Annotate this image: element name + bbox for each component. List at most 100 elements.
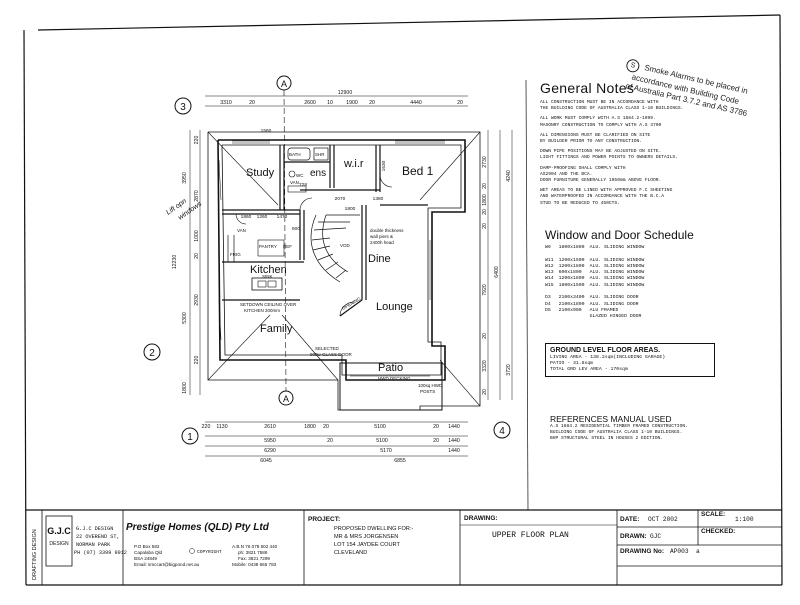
schedule-size: 1200x1800 <box>558 276 585 282</box>
dim-inner-8: 1630 <box>381 160 387 171</box>
checked-label: CHECKED: <box>701 528 735 535</box>
staircase <box>310 214 360 283</box>
label-posts-2: POSTS <box>420 389 435 394</box>
gjc-logo-text: G.J.C <box>47 526 71 536</box>
dim-right-4: 20 <box>482 209 488 215</box>
label-wall-note-2: wall piers & <box>370 234 393 239</box>
dim-inner-7: 1560 <box>261 128 272 134</box>
dim-bottom-r1-2: 1130 <box>216 424 227 430</box>
hip-line <box>207 314 271 381</box>
room-label-wir: w.i.r <box>343 158 364 170</box>
external-wall-outer <box>217 139 466 381</box>
grid-marker-3: 3 <box>174 97 192 115</box>
schedule-code: D4 <box>545 301 551 307</box>
room-label-bed1: Bed 1 <box>402 164 434 178</box>
dim-top-8: 20 <box>457 100 463 106</box>
drawing-no-label: DRAWING No: <box>620 548 664 555</box>
drawing-no-value: AP003 <box>670 548 689 555</box>
room-label-patio: Patio <box>378 362 403 374</box>
gjc-address-1: 22 OVEREND ST, <box>76 534 120 540</box>
section-line-a <box>283 89 287 393</box>
schedule-size: 1200x1800 <box>558 263 585 269</box>
dim-inner-2: 1380 <box>373 196 384 202</box>
label-opening: OPENING <box>341 296 362 311</box>
dim-left-3: 5300 <box>182 312 188 324</box>
schedule-size: 1200x1500 <box>558 257 585 263</box>
schedule-type: ALU. SLIDING DOOR <box>589 301 639 307</box>
company-suburb: Capalaba Qld <box>134 550 163 555</box>
schedule-size: 2100x1800 <box>558 301 585 307</box>
grid-marker-1: 1 <box>181 427 199 445</box>
company-po-box: P.O Box 582 <box>134 544 160 549</box>
ground-area-line: LIVING AREA - 138.2sqm(INCLUDING GARAGE) <box>550 355 666 360</box>
dim-bottom-r2-2: 20 <box>327 438 333 444</box>
dim-bottom-r4-2: 6855 <box>394 458 406 464</box>
dim-inner-3: 1860 <box>241 214 252 220</box>
dim-bottom-r1-5: 20 <box>323 424 329 430</box>
dim-right-7: 6400 <box>494 266 500 278</box>
grid-marker-3-text: 3 <box>180 102 186 113</box>
note-line: DAMP-PROOFING SHALL COMPLY WITH <box>540 165 626 171</box>
schedule-type: GLAZED HINGED DOOR <box>589 314 642 320</box>
schedule-code: W12 <box>545 263 554 269</box>
dim-left2-2: 2870 <box>194 190 200 202</box>
dim-right-9: 20 <box>482 333 488 339</box>
dim-bottom-r1-6: 5100 <box>374 424 386 430</box>
shower-box <box>313 147 329 161</box>
vanity-top <box>287 185 307 193</box>
title-block-lines <box>26 509 782 585</box>
schedule-type: ALU FRAMED <box>589 307 619 313</box>
external-wall-inner <box>221 144 462 376</box>
gjc-name: G.J.C DESIGN <box>76 526 113 532</box>
scale-value: 1:100 <box>735 516 754 523</box>
grid-marker-1-text: 1 <box>187 432 193 443</box>
ground-areas-title: GROUND LEVEL FLOOR AREAS. <box>550 347 661 354</box>
dim-top-5: 1900 <box>346 100 358 106</box>
project-line-3: LOT 154 JAYDEE COURT <box>334 542 400 548</box>
note-line: AS2904 AND THE BCA. <box>540 171 593 177</box>
window-marks <box>218 140 445 377</box>
note-line: DOWN PIPE POSITIONS MAY BE ADJUSTED ON S… <box>540 149 662 155</box>
hip-line <box>281 314 339 381</box>
dim-left2-3: 1000 <box>194 230 200 242</box>
general-notes-title: General Notes <box>540 80 635 96</box>
schedule-code: D5 <box>545 307 551 313</box>
schedule-type: ALU. SLIDING WINDOW <box>589 282 645 288</box>
door-swings <box>235 174 393 317</box>
company-email: Email: smccart@bigpond.net.au <box>134 562 200 567</box>
company-mobile: Mobile: 0438 665 783 <box>232 562 277 567</box>
schedule-type: ALU. SLIDING WINDOW <box>589 257 645 263</box>
schedule-code: W13 <box>545 270 554 276</box>
references-title: REFERENCES MANUAL USED <box>550 414 672 424</box>
drawing-title: UPPER FLOOR PLAN <box>492 531 569 540</box>
label-hwd-decking: HWD DECKING <box>378 376 411 381</box>
dim-top-1: 3310 <box>220 100 232 106</box>
pantry-box <box>257 239 285 257</box>
project-line-1: PROPOSED DWELLING FOR:- <box>334 526 413 532</box>
drawn-label: DRAWN: <box>620 533 647 540</box>
border-top <box>37 14 781 31</box>
dim-right-2: 20 <box>482 183 488 189</box>
schedule-size: 600x1800 <box>558 270 582 276</box>
dim-bottom-r3-1: 6290 <box>264 448 276 454</box>
dim-right-11: 3720 <box>506 364 512 376</box>
dim-top-4: 10 <box>327 100 333 106</box>
label-shr: SHR <box>315 152 325 157</box>
schedule-code: W15 <box>545 282 554 288</box>
schedule-row: GLAZED HINGED DOOR <box>545 314 649 320</box>
bath-tub <box>287 147 311 161</box>
company-fax: Fax: 3821 7299 <box>238 556 270 561</box>
project-label: PROJECT: <box>308 516 340 523</box>
company-name: Prestige Homes (QLD) Pty Ltd <box>126 522 270 533</box>
schedule-size <box>559 314 590 320</box>
label-wc: WC <box>296 173 304 178</box>
schedule-size: 2100x3400 <box>558 295 585 301</box>
scale-label: SCALE: <box>701 511 725 518</box>
dim-inner-5: 1470 <box>277 214 288 220</box>
dim-right-8: 7920 <box>482 284 488 296</box>
